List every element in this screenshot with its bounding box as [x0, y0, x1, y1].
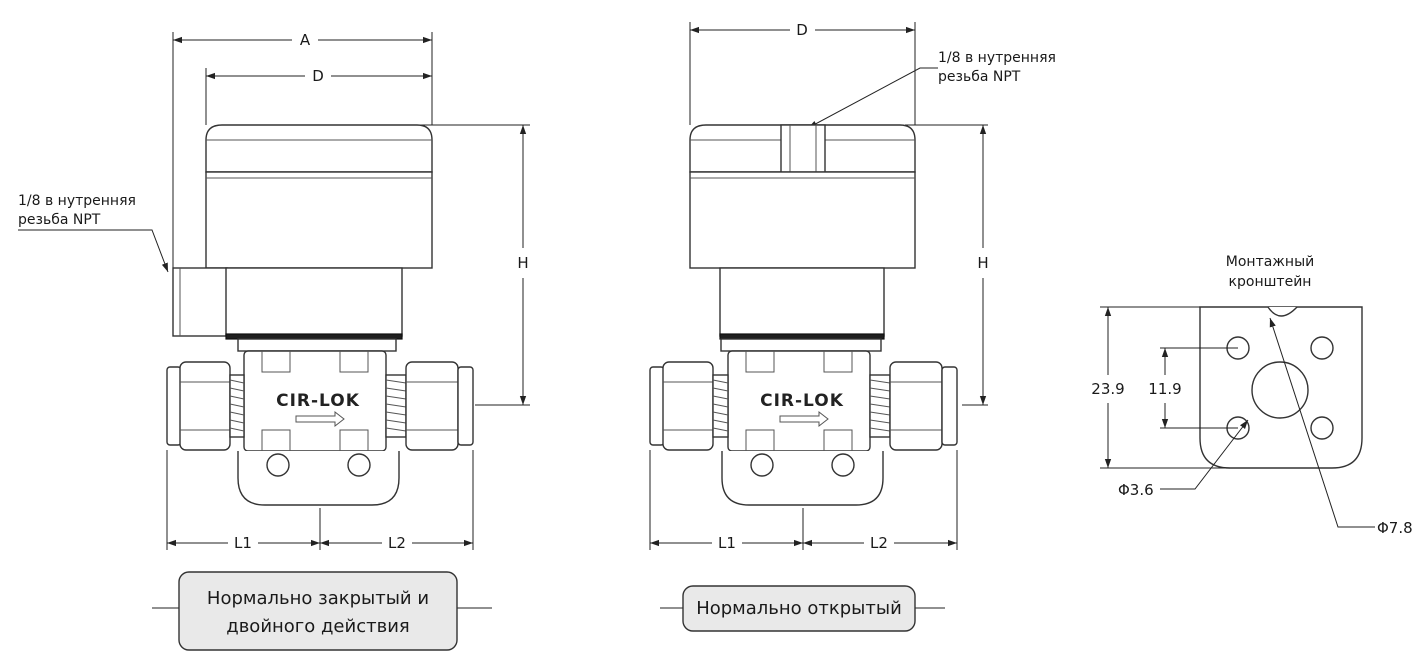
dim-l1-label: L1: [234, 534, 252, 552]
port-note-line1: 1/8 в нутренняя: [938, 50, 1056, 66]
actuator-neck: [719, 267, 885, 337]
base-bracket: [721, 451, 884, 506]
thread-lines: [229, 379, 245, 432]
dim-spacing-label: 11.9: [1148, 380, 1181, 398]
left-logo: CIR-LOK: [276, 391, 360, 411]
nut-right: [889, 361, 943, 451]
port-note-line2: резьба NPT: [938, 69, 1021, 85]
dim-height-label: 23.9: [1091, 380, 1124, 398]
thread-lines: [712, 379, 729, 432]
actuator-body: [689, 171, 916, 269]
actuator-body: [205, 171, 433, 269]
mount-hole: [750, 453, 774, 477]
bonnet-ring: [237, 338, 397, 352]
thread-lines: [385, 379, 407, 432]
neck-band: [719, 333, 885, 340]
dim-d-label: D: [312, 67, 324, 85]
port-leader: [807, 67, 938, 129]
dim-h-label: H: [517, 254, 528, 272]
left-caption-line1: Нормально закрытый и: [207, 588, 429, 609]
dim-d-label: D: [796, 21, 808, 39]
small-hole-leader: [1160, 419, 1249, 490]
small-hole: [1310, 416, 1334, 440]
actuator-cap: [205, 124, 433, 173]
bracket-notch: [1267, 306, 1298, 317]
tube-end-right: [941, 366, 958, 446]
tube-end-left: [166, 366, 182, 446]
neck-band: [225, 333, 403, 340]
right-valve-view: D H L1 L2 1/8 в нутренняя резьба NPT CIR…: [649, 21, 1056, 632]
nut-left: [662, 361, 714, 451]
tube-end-right: [457, 366, 474, 446]
dim-l1-label: L1: [718, 534, 736, 552]
mounting-bracket-view: Монтажный кронштейн 23.9 11.9 Φ3.6 Φ7.8: [1091, 254, 1412, 537]
actuator-neck: [225, 267, 403, 337]
tube-end-left: [649, 366, 665, 446]
small-hole-label: Φ3.6: [1118, 481, 1154, 499]
dim-a-label: A: [300, 31, 311, 49]
left-valve-view: A D H L1 L2 1/8 в нутренняя резьба NPT: [18, 31, 530, 651]
thread-lines: [869, 379, 891, 432]
bonnet-ring: [720, 338, 882, 352]
port-note-line2: резьба NPT: [18, 212, 101, 228]
nut-right: [405, 361, 459, 451]
left-caption-box: [178, 571, 458, 651]
flow-arrow-icon: [295, 410, 345, 428]
dim-l2-label: L2: [870, 534, 888, 552]
body-relief: [745, 351, 853, 373]
left-caption-line2: двойного действия: [226, 616, 409, 637]
dim-h-label: H: [977, 254, 988, 272]
bracket-title-line2: кронштейн: [1229, 274, 1312, 290]
port-note-line1: 1/8 в нутренняя: [18, 193, 136, 209]
base-bracket: [237, 451, 400, 506]
mount-hole: [831, 453, 855, 477]
top-port: [780, 124, 826, 173]
large-hole-label: Φ7.8: [1377, 519, 1413, 537]
center-hole: [1251, 361, 1309, 419]
body-relief: [261, 429, 369, 451]
port-boss: [172, 267, 228, 337]
flow-arrow-icon: [779, 410, 829, 428]
dim-l2-label: L2: [388, 534, 406, 552]
body-relief: [261, 351, 369, 373]
bracket-title-line1: Монтажный: [1226, 254, 1314, 270]
mount-hole: [266, 453, 290, 477]
right-caption-box: [682, 585, 916, 632]
body-relief: [745, 429, 853, 451]
port-leader: [18, 229, 169, 273]
nut-left: [179, 361, 231, 451]
mount-hole: [347, 453, 371, 477]
right-logo: CIR-LOK: [760, 391, 844, 411]
small-hole: [1310, 336, 1334, 360]
large-hole-leader: [1269, 317, 1375, 528]
right-caption: Нормально открытый: [696, 598, 902, 619]
